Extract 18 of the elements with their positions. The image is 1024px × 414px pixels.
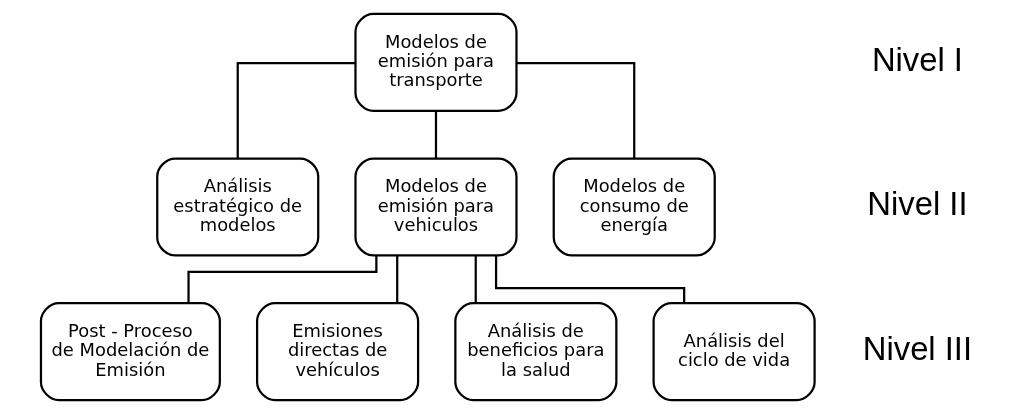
node-box: Post - Proceso de Modelación de Emisión	[39, 302, 221, 402]
node-box: Análisis de beneficios para la salud	[454, 302, 618, 402]
node-box: Modelos de emisión para transporte	[354, 12, 518, 112]
node-box: Análisis del ciclo de vida	[652, 302, 816, 402]
node-box: Modelos de emisión para vehiculos	[354, 157, 518, 257]
connector	[434, 110, 438, 159]
connector	[474, 255, 477, 303]
node-box: Análisis estratégico de modelos	[156, 157, 320, 257]
connector	[495, 255, 686, 303]
label: Nivel I	[871, 40, 963, 78]
node-box: Modelos de consumo de energía	[552, 157, 716, 257]
connector	[187, 255, 378, 303]
label: Nivel III	[862, 329, 973, 367]
connector	[236, 62, 356, 159]
node-box: Emisiones directas de vehículos	[256, 302, 420, 402]
connector	[396, 255, 399, 303]
connector	[516, 62, 636, 159]
label: Nivel II	[867, 185, 968, 223]
